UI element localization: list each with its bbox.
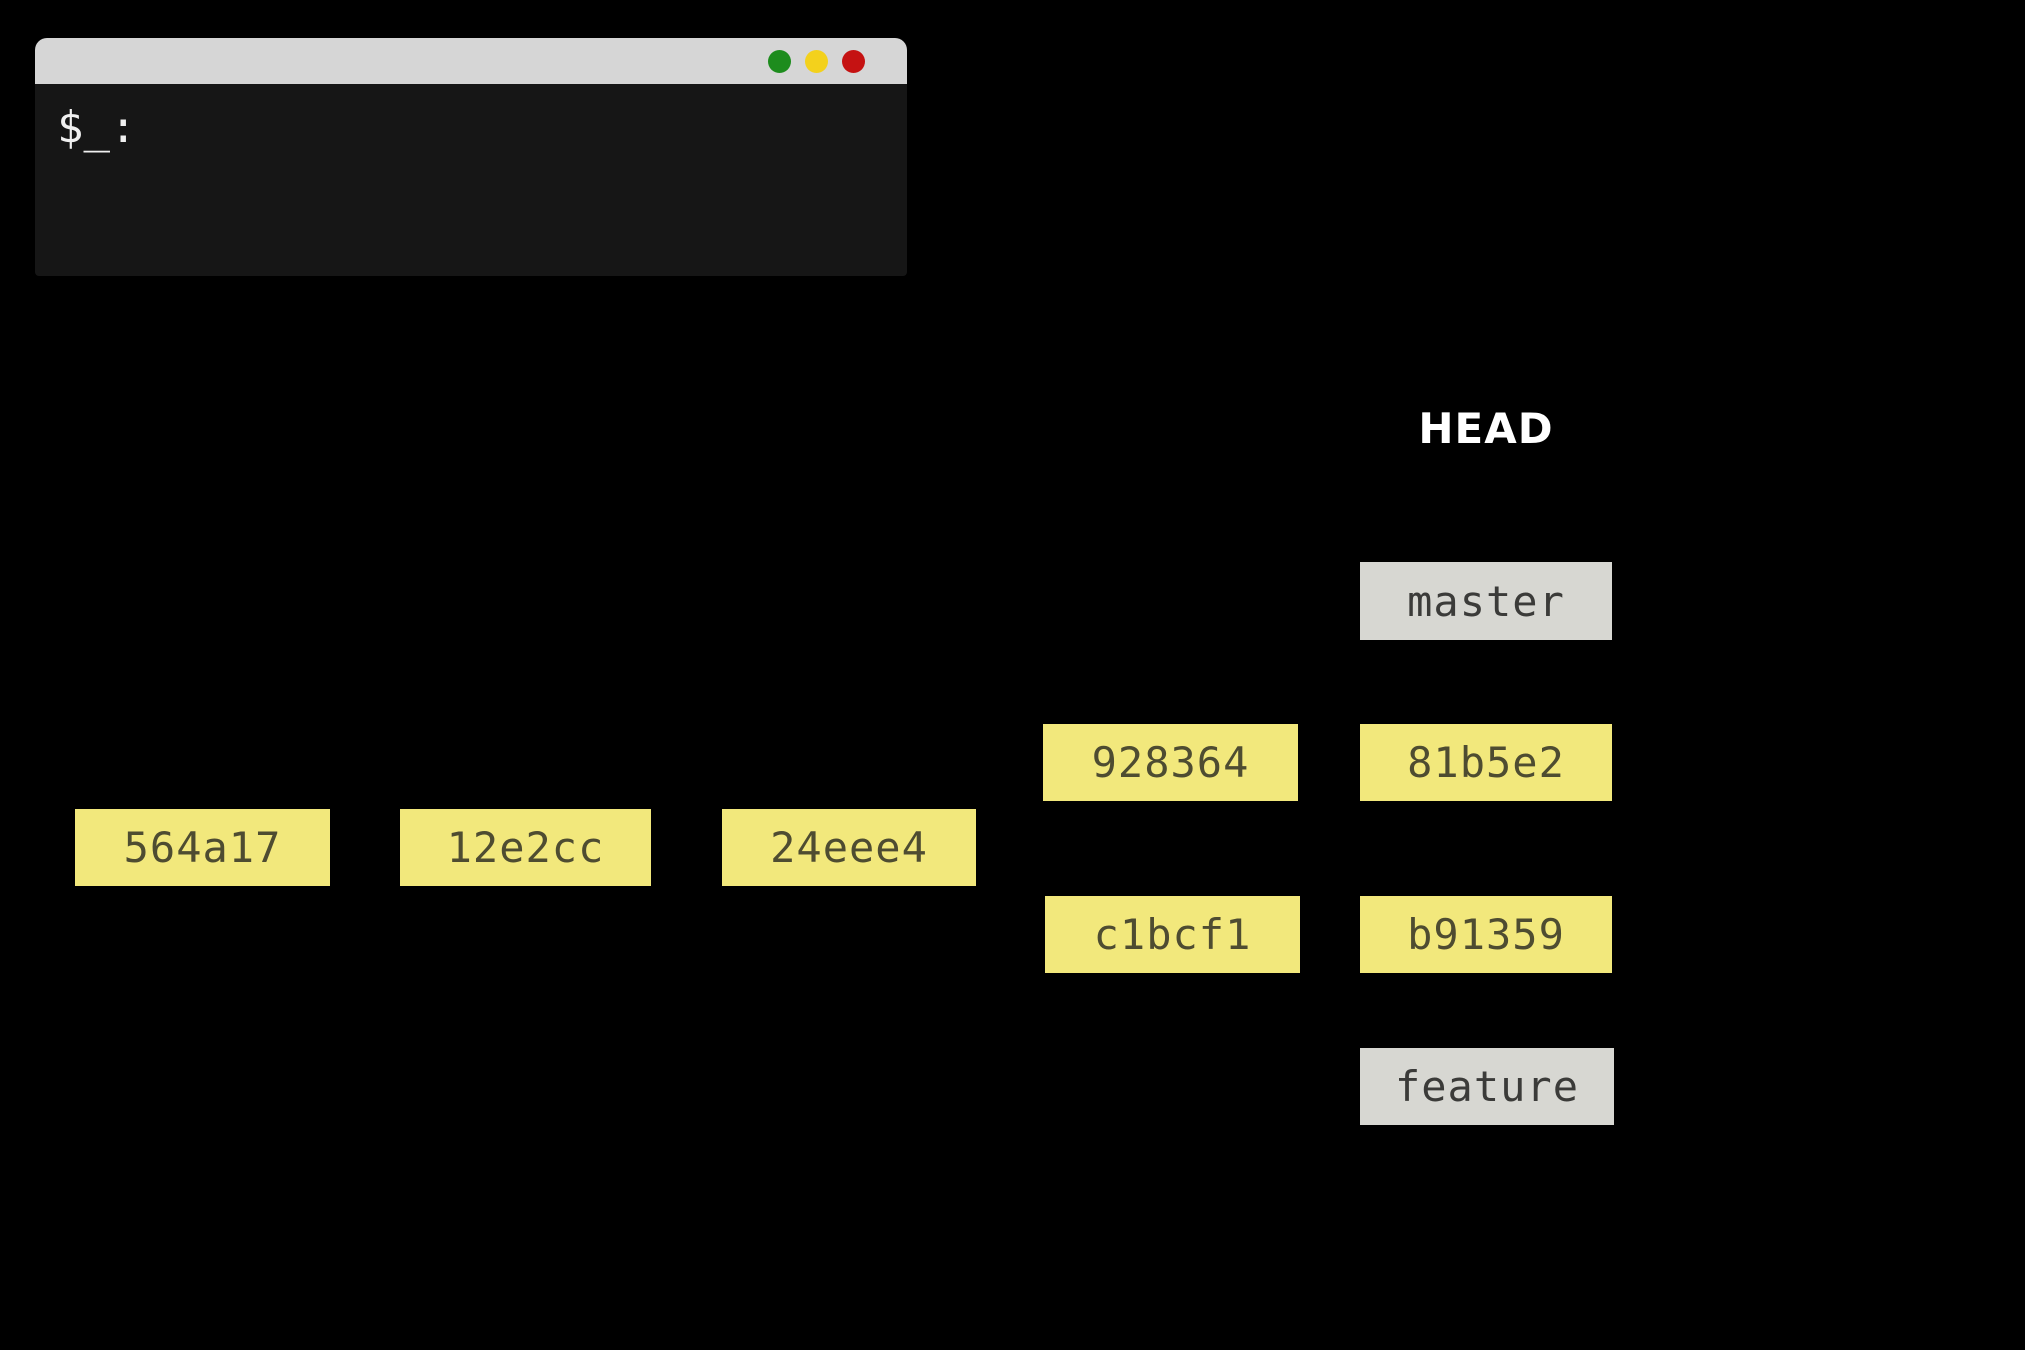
commit-node-c1bcf1: c1bcf1	[1045, 896, 1300, 973]
commit-node-564a17: 564a17	[75, 809, 330, 886]
terminal-window: $_:	[35, 38, 907, 276]
commit-node-24eee4: 24eee4	[722, 809, 976, 886]
commit-node-81b5e2: 81b5e2	[1360, 724, 1612, 801]
terminal-body[interactable]: $_:	[35, 84, 907, 276]
terminal-prompt[interactable]: $_:	[57, 102, 137, 153]
terminal-titlebar[interactable]	[35, 38, 907, 84]
window-button-red-icon[interactable]	[842, 49, 865, 73]
branch-label-feature: feature	[1360, 1048, 1614, 1125]
commit-node-12e2cc: 12e2cc	[400, 809, 651, 886]
branch-label-master: master	[1360, 562, 1612, 640]
commit-node-b91359: b91359	[1360, 896, 1612, 973]
head-label: HEAD	[1418, 404, 1554, 453]
window-button-green-icon[interactable]	[768, 49, 791, 73]
commit-node-928364: 928364	[1043, 724, 1298, 801]
window-button-yellow-icon[interactable]	[805, 49, 828, 73]
